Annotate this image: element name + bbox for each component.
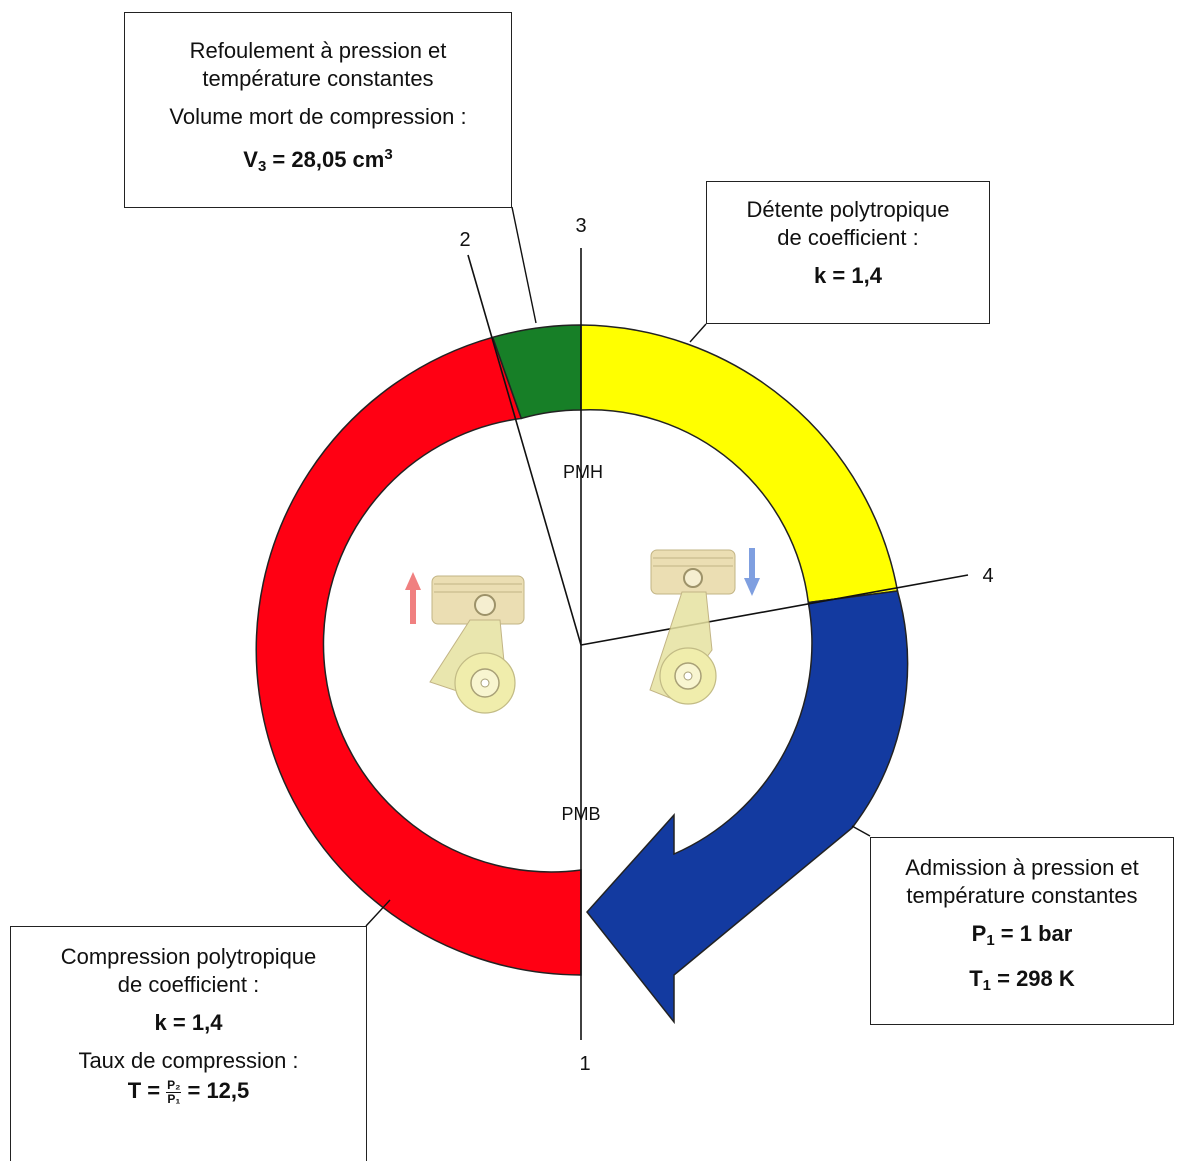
down-arrow-icon xyxy=(744,548,760,596)
refoulement-box: Refoulement à pression et température co… xyxy=(124,12,512,208)
line-point-4 xyxy=(580,574,969,646)
leader-compression xyxy=(365,899,391,927)
refoulement-line2: température constantes xyxy=(202,66,434,91)
pressure-var: P xyxy=(971,921,987,946)
compression-box: Compression polytropique de coefficient … xyxy=(10,926,367,1161)
pmb-label: PMB xyxy=(561,804,600,824)
leader-refoulement xyxy=(511,206,537,324)
dead-volume-var: V xyxy=(243,147,258,172)
temperature-value: = 298 K xyxy=(991,966,1075,991)
dead-volume-value: = 28,05 cm xyxy=(266,147,385,172)
ratio-rhs: = 12,5 xyxy=(187,1078,250,1103)
ratio-numerator: P₂ xyxy=(166,1077,182,1093)
compression-k-formula: k = 1,4 xyxy=(154,1010,223,1035)
refoulement-line3: Volume mort de compression : xyxy=(169,104,467,129)
dead-volume-formula: V3 = 28,05 cm3 xyxy=(125,141,511,181)
temperature-var: T xyxy=(969,966,983,991)
compression-segment xyxy=(255,336,582,976)
refoulement-segment xyxy=(491,324,582,420)
line-point-2 xyxy=(467,254,582,646)
leader-admission xyxy=(851,825,871,837)
admission-pressure: P1 = 1 bar xyxy=(871,920,1173,955)
point-label-1: 1 xyxy=(579,1053,590,1075)
detente-line1: Détente polytropique xyxy=(746,197,950,222)
pressure-value: = 1 bar xyxy=(994,921,1073,946)
point-label-3: 3 xyxy=(575,215,586,237)
admission-box: Admission à pression et température cons… xyxy=(870,837,1174,1025)
admission-line1: Admission à pression et xyxy=(905,855,1139,880)
dead-volume-unit-sup: 3 xyxy=(384,146,393,163)
compression-line1: Compression polytropique xyxy=(60,944,317,969)
admission-temperature: T1 = 298 K xyxy=(871,965,1173,1000)
detente-box: Détente polytropique de coefficient : k … xyxy=(706,181,990,324)
piston-icon xyxy=(649,549,736,705)
pmh-label: PMH xyxy=(563,462,603,482)
admission-arrow xyxy=(586,590,909,1025)
dead-volume-sub: 3 xyxy=(257,158,267,175)
temperature-sub: 1 xyxy=(982,977,991,994)
leader-detente xyxy=(689,323,707,343)
refoulement-line1: Refoulement à pression et xyxy=(189,38,447,63)
pressure-sub: 1 xyxy=(986,932,995,949)
up-arrow-icon xyxy=(405,572,421,624)
compression-line2: de coefficient : xyxy=(117,972,260,997)
ratio-denominator: P₁ xyxy=(167,1091,181,1106)
detente-line2: de coefficient : xyxy=(777,225,919,250)
ratio-lhs: T = xyxy=(127,1078,161,1103)
detente-k-formula: k = 1,4 xyxy=(814,263,882,288)
compression-line3: Taux de compression : xyxy=(78,1048,299,1073)
point-label-2: 2 xyxy=(459,229,470,251)
piston-icon xyxy=(429,575,525,714)
admission-line2: température constantes xyxy=(906,883,1138,908)
detente-segment xyxy=(580,324,899,604)
point-label-4: 4 xyxy=(982,565,993,587)
